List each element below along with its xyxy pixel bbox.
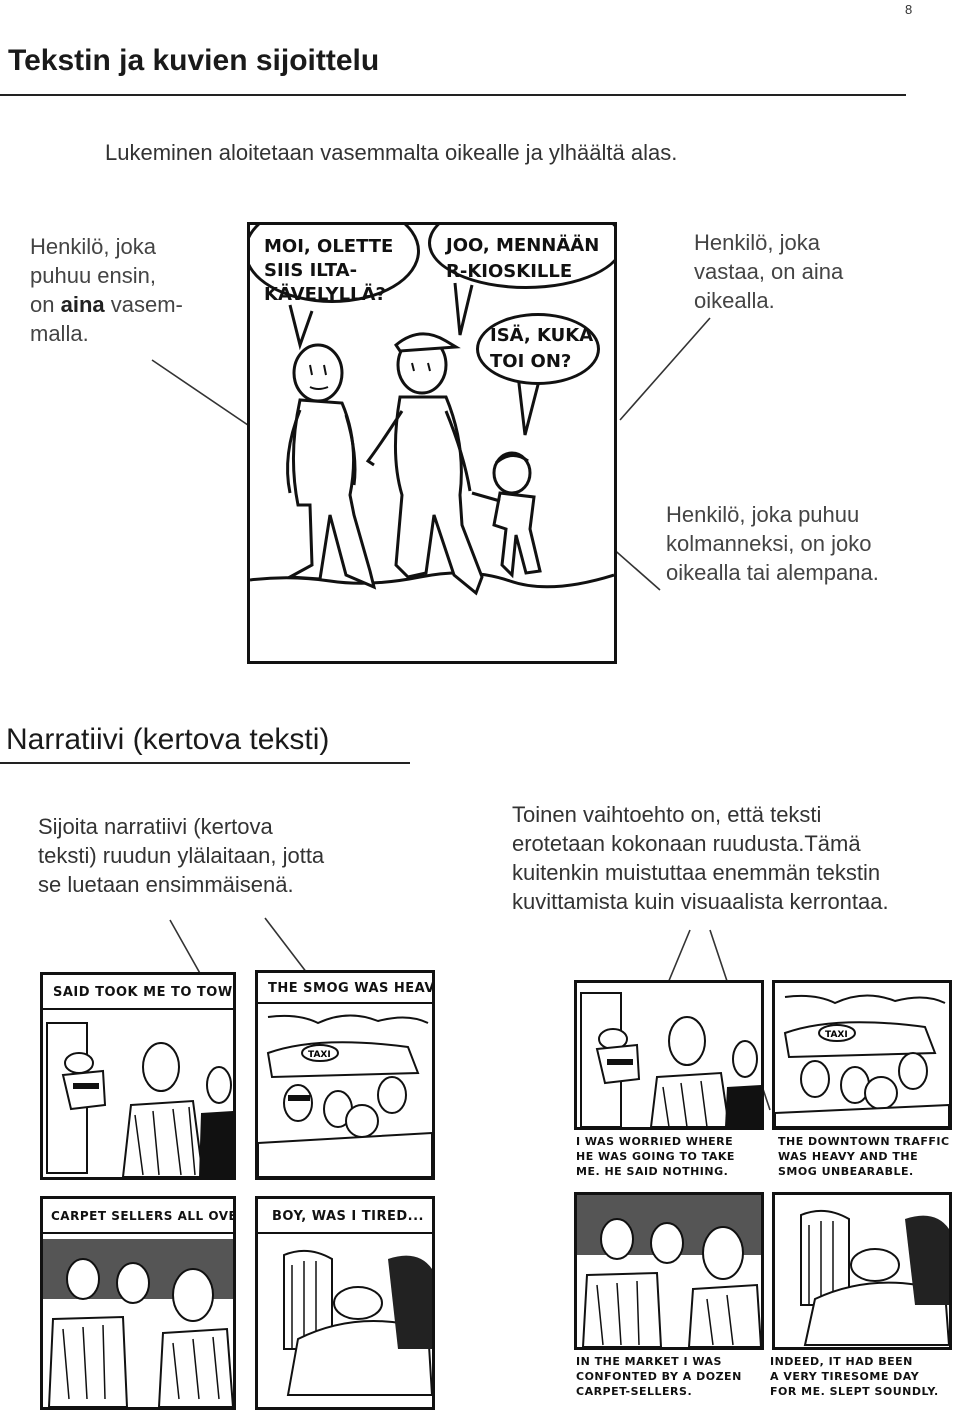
- caption-line: FOR ME. SLEPT SOUNDLY.: [770, 1385, 939, 1398]
- note-text: on: [30, 292, 61, 317]
- heading-rule: [0, 762, 410, 764]
- caption-line: SMOG UNBEARABLE.: [778, 1165, 914, 1178]
- right-caption-2: THE DOWNTOWN TRAFFIC WAS HEAVY AND THE S…: [778, 1134, 950, 1179]
- walking-figures-illustration: [250, 282, 614, 596]
- bubble-line: KÄVELYLLÄ?: [264, 284, 386, 305]
- note-line: puhuu ensin,: [30, 263, 156, 288]
- bubble-line: ISÄ, KUKA: [490, 325, 594, 346]
- bubble-2-text: JOO, MENNÄÄN R-KIOSKILLE: [446, 233, 599, 285]
- caption-line: WAS HEAVY AND THE: [778, 1150, 919, 1163]
- note-first-speaker: Henkilö, joka puhuu ensin, on aina vasem…: [30, 232, 183, 348]
- caption-line: INDEED, IT HAD BEEN: [770, 1355, 913, 1368]
- left-panel-3: CARPET SELLERS ALL OVER: [40, 1196, 236, 1410]
- narrative-left-paragraph: Sijoita narratiivi (kertova teksti) ruud…: [38, 812, 324, 899]
- right-panel-2: TAXI: [772, 980, 952, 1130]
- bubble-1-text: MOI, OLETTE SIIS ILTA- KÄVELYLLÄ?: [264, 235, 393, 307]
- comic-panel-walk: MOI, OLETTE SIIS ILTA- KÄVELYLLÄ? JOO, M…: [247, 222, 617, 664]
- taxi-scene-illustration: TAXI: [258, 1002, 432, 1177]
- caption-text: SAID TOOK ME TO TOWN: [53, 985, 236, 1000]
- note-line: Henkilö, joka: [694, 230, 820, 255]
- left-panel-2: THE SMOG WAS HEAVY TAXI: [255, 970, 435, 1180]
- right-caption-1: I WAS WORRIED WHERE HE WAS GOING TO TAKE…: [576, 1134, 735, 1179]
- note-line: malla.: [30, 321, 89, 346]
- note-line: kolmanneksi, on joko: [666, 531, 872, 556]
- town-scene-illustration: [43, 1008, 233, 1177]
- bubble-line: MOI, OLETTE: [264, 236, 394, 257]
- para-line: kuitenkin muistuttaa enemmän tekstin: [512, 860, 881, 885]
- caption-text: BOY, WAS I TIRED...: [272, 1209, 424, 1224]
- bed-scene-illustration: [258, 1232, 432, 1396]
- para-line: Toinen vaihtoehto on, että teksti: [512, 802, 822, 827]
- para-line: kuvittamista kuin visuaalista kerrontaa.: [512, 889, 889, 914]
- taxi-sign-text: TAXI: [825, 1030, 848, 1040]
- speech-bubble-3: [476, 313, 600, 385]
- note-emphasis: aina: [60, 292, 105, 317]
- note-text: vasem-: [104, 292, 183, 317]
- para-line: erotetaan kokonaan ruudusta.Tämä: [512, 831, 861, 856]
- taxi-sign-text: TAXI: [308, 1050, 331, 1060]
- right-panel-1: [574, 980, 764, 1130]
- market-scene-illustration: [577, 1195, 761, 1347]
- bubble-line: JOO, MENNÄÄN: [446, 235, 600, 256]
- right-caption-3: IN THE MARKET I WAS CONFONTED BY A DOZEN…: [576, 1354, 742, 1399]
- narrative-right-paragraph: Toinen vaihtoehto on, että teksti erotet…: [512, 800, 889, 916]
- caption-line: CARPET-SELLERS.: [576, 1385, 693, 1398]
- left-panel-4: BOY, WAS I TIRED...: [255, 1196, 435, 1410]
- caption-text: THE SMOG WAS HEAVY: [268, 981, 435, 996]
- note-third-speaker: Henkilö, joka puhuu kolmanneksi, on joko…: [666, 500, 879, 587]
- right-caption-4: INDEED, IT HAD BEEN A VERY TIRESOME DAY …: [770, 1354, 939, 1399]
- caption-line: HE WAS GOING TO TAKE: [576, 1150, 735, 1163]
- left-panel-1: SAID TOOK ME TO TOWN: [40, 972, 236, 1180]
- caption-line: CONFONTED BY A DOZEN: [576, 1370, 742, 1383]
- para-line: Sijoita narratiivi (kertova: [38, 814, 273, 839]
- section-title-placement: Tekstin ja kuvien sijoittelu: [8, 44, 380, 77]
- para-line: teksti) ruudun ylälaitaan, jotta: [38, 843, 325, 868]
- caption-line: ME. HE SAID NOTHING.: [576, 1165, 729, 1178]
- note-line: Henkilö, joka: [30, 234, 156, 259]
- note-line: Henkilö, joka puhuu: [666, 502, 860, 527]
- heading-rule: [0, 94, 906, 96]
- caption-text: CARPET SELLERS ALL OVER: [51, 1209, 236, 1223]
- reading-order-text: Lukeminen aloitetaan vasemmalta oikealle…: [105, 140, 678, 165]
- note-line: on aina vasem-: [30, 290, 183, 319]
- town-scene-illustration: [580, 992, 761, 1127]
- right-panel-4: [772, 1192, 952, 1350]
- bed-scene-illustration: [800, 1209, 949, 1346]
- bubble-line: R-KIOSKILLE: [446, 261, 573, 282]
- bubble-line: TOI ON?: [490, 351, 572, 372]
- bubble-line: SIIS ILTA-: [264, 260, 358, 281]
- note-line: oikealla.: [694, 288, 775, 313]
- caption-line: THE DOWNTOWN TRAFFIC: [778, 1135, 950, 1148]
- note-line: vastaa, on aina: [694, 259, 844, 284]
- para-line: se luetaan ensimmäisenä.: [38, 872, 294, 897]
- right-panel-3: [574, 1192, 764, 1350]
- taxi-scene-illustration: TAXI: [775, 994, 949, 1127]
- section-title-narrative: Narratiivi (kertova teksti): [6, 723, 330, 756]
- note-second-speaker: Henkilö, joka vastaa, on aina oikealla.: [694, 228, 843, 315]
- caption-line: IN THE MARKET I WAS: [576, 1355, 722, 1368]
- caption-line: A VERY TIRESOME DAY: [770, 1370, 920, 1383]
- caption-line: I WAS WORRIED WHERE: [576, 1135, 734, 1148]
- market-scene-illustration: [43, 1232, 233, 1407]
- bubble-3-text: ISÄ, KUKA TOI ON?: [490, 323, 593, 375]
- note-line: oikealla tai alempana.: [666, 560, 879, 585]
- page-number: 8: [905, 2, 913, 17]
